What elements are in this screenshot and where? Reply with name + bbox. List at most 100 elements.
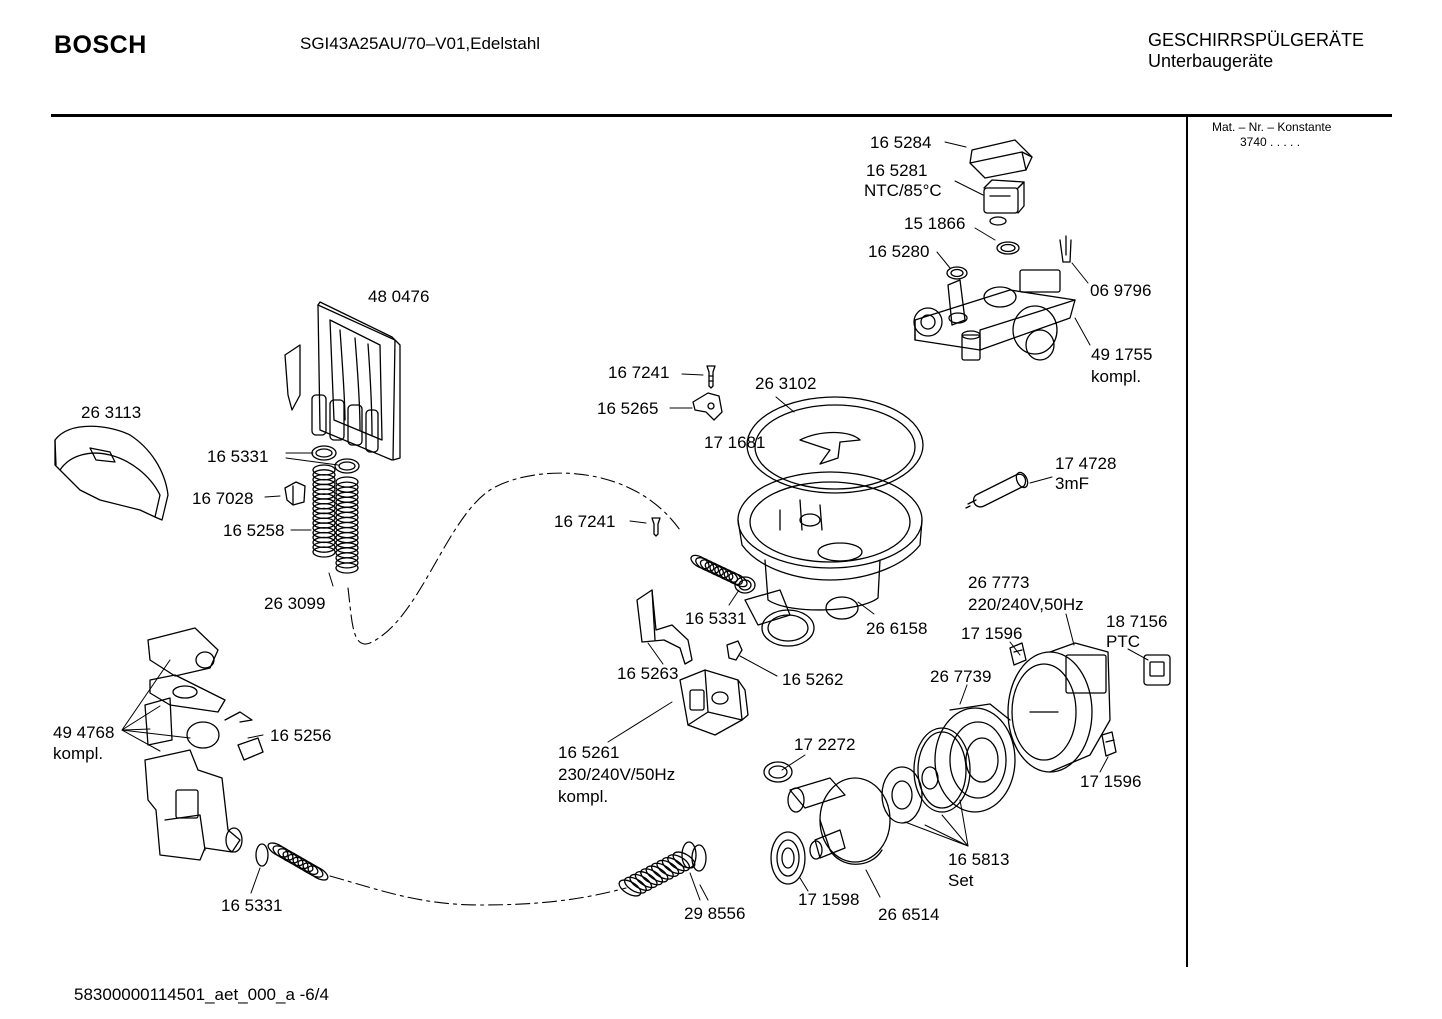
impeller-set-part [881,727,971,824]
o-ring-parts [946,241,1020,280]
mat-number-value: 3740 . . . . . [1240,135,1301,149]
hose-rib [335,562,359,574]
sump-inlet-hose [690,554,748,588]
sump-inlet-seal [734,576,756,594]
part-label-p32: 49 4768 [53,723,115,742]
part-label-p37: kompl. [558,787,609,806]
header-divider [51,114,1392,117]
part-label-p19: 17 4728 [1055,454,1117,473]
hose-rib [623,876,647,894]
drain-pump-part [679,669,749,736]
part-label-p34: 16 5256 [270,726,332,745]
pump-housing-part [787,777,891,865]
part-label-p26: 17 1596 [961,624,1023,643]
part-label-p29: 16 5263 [617,664,679,683]
part-label-p22: 16 5331 [685,609,747,628]
guide-part [692,392,723,421]
part-label-p06: 06 9796 [1090,281,1152,300]
part-label-p40: 16 5813 [948,850,1010,869]
water-tank-part [284,301,401,461]
bracket-part [636,589,693,665]
sensor-cover-part [969,139,1033,179]
ntc-sensor-part [983,179,1025,226]
hose-rib [312,541,336,553]
hose-rib [640,868,664,886]
part-label-p23: 26 6158 [866,619,928,638]
hose-rib [287,853,309,870]
water-switch-assembly [913,269,1076,361]
hose-rib [618,879,642,897]
part-label-p42: 16 5331 [221,896,283,915]
hose-rib [267,842,289,858]
part-label-p30: 16 5262 [782,670,844,689]
document-id: 58300000114501_aet_000_a -6/4 [74,985,329,1004]
part-label-p11: 16 5331 [207,447,269,466]
category-subtitle: Unterbaugeräte [1148,51,1274,71]
screw-parts [651,365,716,537]
part-label-p01: 16 5284 [870,133,932,152]
part-label-p15: 16 7241 [608,363,670,382]
part-label-p20: 3mF [1055,474,1089,493]
hose-rib [656,859,680,877]
hose-rib [335,557,359,569]
hose-rib [312,546,336,558]
sump-housing-part [737,471,923,647]
part-label-p35: 16 5261 [558,743,620,762]
inlet-valve-assembly [144,627,264,861]
capacitor-part [965,471,1029,509]
inlet-hose-parts [267,842,696,897]
model-title: SGI43A25AU/70–V01,Edelstahl [300,34,541,53]
part-label-p13: 16 5258 [223,521,285,540]
leader-lines [121,141,1149,901]
hose-rib [629,873,653,891]
hose-rib [650,862,674,880]
hose-rib [307,865,329,881]
part-label-p44: 17 1598 [798,890,860,909]
part-label-p43: 29 8556 [684,904,746,923]
part-label-p09: 48 0476 [368,287,430,306]
part-label-p14: 26 3099 [264,594,326,613]
hose-rib [672,851,696,869]
corrugated-hose-parts [312,464,359,574]
seal-ring-parts [311,445,360,474]
mat-number-header: Mat. – Nr. – Konstante [1212,120,1332,134]
part-label-p03: NTC/85°C [864,181,942,200]
hose-rib [661,857,685,875]
valve-flap-part [726,640,743,661]
part-label-p24: 26 7773 [968,573,1030,592]
part-label-p28: PTC [1106,632,1140,651]
spring-clip-parts [1009,642,1117,757]
hose-rib [272,845,294,861]
part-label-p45: 26 6514 [878,905,940,924]
part-label-p21: 16 7241 [554,512,616,531]
hose-clip-part [284,481,306,506]
part-label-p18: 17 1681 [704,433,766,452]
hose-routing-lines [329,472,681,906]
part-label-p41: Set [948,871,974,890]
part-label-p33: kompl. [53,744,104,763]
part-label-p04: 15 1866 [904,214,966,233]
hose-rib [282,850,304,867]
part-label-p02: 16 5281 [866,161,928,180]
hose-clamp-part [763,761,793,783]
sidebar-divider [1186,116,1188,967]
part-label-p08: kompl. [1091,367,1142,386]
hose-rib [645,865,669,883]
part-label-p07: 49 1755 [1091,345,1153,364]
part-label-p17: 26 3102 [755,374,817,393]
hose-rib [292,856,314,873]
hose-rib [634,871,658,889]
sump-lid-part [746,396,924,494]
duct-cover-part [54,425,169,521]
part-label-p39: 17 1596 [1080,772,1142,791]
part-label-p16: 16 5265 [597,399,659,418]
pump-seal-part [770,831,806,885]
inlet-seal-parts [255,841,707,872]
part-label-p12: 16 7028 [192,489,254,508]
category-title: GESCHIRRSPÜLGERÄTE [1148,30,1365,50]
part-label-p10: 26 3113 [81,403,142,422]
pump-volute-part [934,703,1016,813]
part-label-p27: 18 7156 [1106,612,1168,631]
brand-logo: BOSCH [54,31,147,59]
